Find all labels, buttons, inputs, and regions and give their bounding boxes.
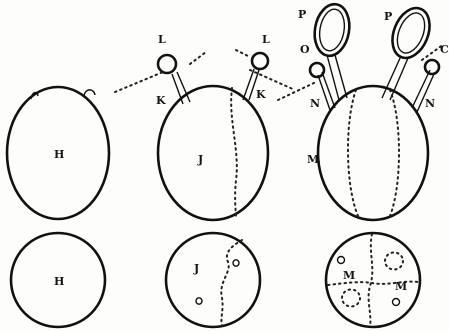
label-l-right: L bbox=[262, 33, 270, 46]
figure-j-top-view: J bbox=[166, 233, 260, 327]
egg-outline-j bbox=[158, 86, 268, 220]
pore-right bbox=[233, 260, 239, 266]
figure-m-side-view: P P O C N N M bbox=[278, 1, 449, 220]
guide-line-left bbox=[115, 72, 163, 92]
label-k-right: K bbox=[256, 88, 266, 101]
label-j-lower: J bbox=[193, 262, 199, 275]
label-o-left: O bbox=[300, 43, 310, 56]
furrow-line-j-lower bbox=[221, 240, 242, 326]
knob-right bbox=[252, 53, 268, 69]
guide-line-right bbox=[250, 70, 295, 90]
label-k-left: K bbox=[156, 94, 166, 107]
furrow-line-j bbox=[231, 88, 237, 218]
label-p-right: P bbox=[384, 10, 392, 23]
knob-o-left bbox=[310, 63, 324, 77]
figure-h-side-view: H bbox=[7, 87, 109, 219]
guide-line-right-upper bbox=[236, 50, 248, 56]
label-j-upper: J bbox=[197, 153, 203, 166]
label-o-right: C bbox=[440, 43, 449, 56]
furrow-line-m-left bbox=[348, 90, 358, 216]
knob-o-right bbox=[425, 60, 439, 74]
loop-p-right bbox=[385, 3, 436, 64]
loop-p-right-inner bbox=[392, 9, 430, 57]
label-m-upper: M bbox=[307, 153, 319, 166]
stalk-right-a bbox=[243, 69, 254, 100]
label-n-right: N bbox=[425, 97, 435, 110]
small-bud-right bbox=[84, 90, 95, 96]
label-l-left: L bbox=[158, 33, 166, 46]
pore-m-top-left bbox=[338, 257, 345, 264]
label-n-left: N bbox=[310, 97, 320, 110]
disc-outline-j bbox=[166, 233, 260, 327]
label-m-lower-right: M bbox=[395, 280, 407, 293]
figure-j-side-view: L L K K J bbox=[115, 33, 295, 220]
egg-outline-m bbox=[318, 86, 428, 220]
label-h-lower: H bbox=[54, 275, 64, 288]
knob-left bbox=[158, 55, 176, 73]
guide-line-left-upper bbox=[190, 52, 206, 64]
furrow-line-m-right bbox=[390, 90, 399, 216]
label-h-upper: H bbox=[54, 148, 64, 161]
furrow-line-m-vertical bbox=[369, 234, 373, 326]
figure-h-top-view: H bbox=[11, 233, 105, 327]
label-p-left: P bbox=[298, 8, 306, 21]
pore-m-bottom-right bbox=[393, 299, 400, 306]
cell-m-top-right bbox=[385, 253, 403, 270]
cell-m-bottom-left bbox=[342, 290, 360, 307]
figure-m-top-view: M M bbox=[326, 233, 420, 327]
pore-left bbox=[196, 298, 202, 304]
label-m-lower-left: M bbox=[343, 269, 355, 282]
